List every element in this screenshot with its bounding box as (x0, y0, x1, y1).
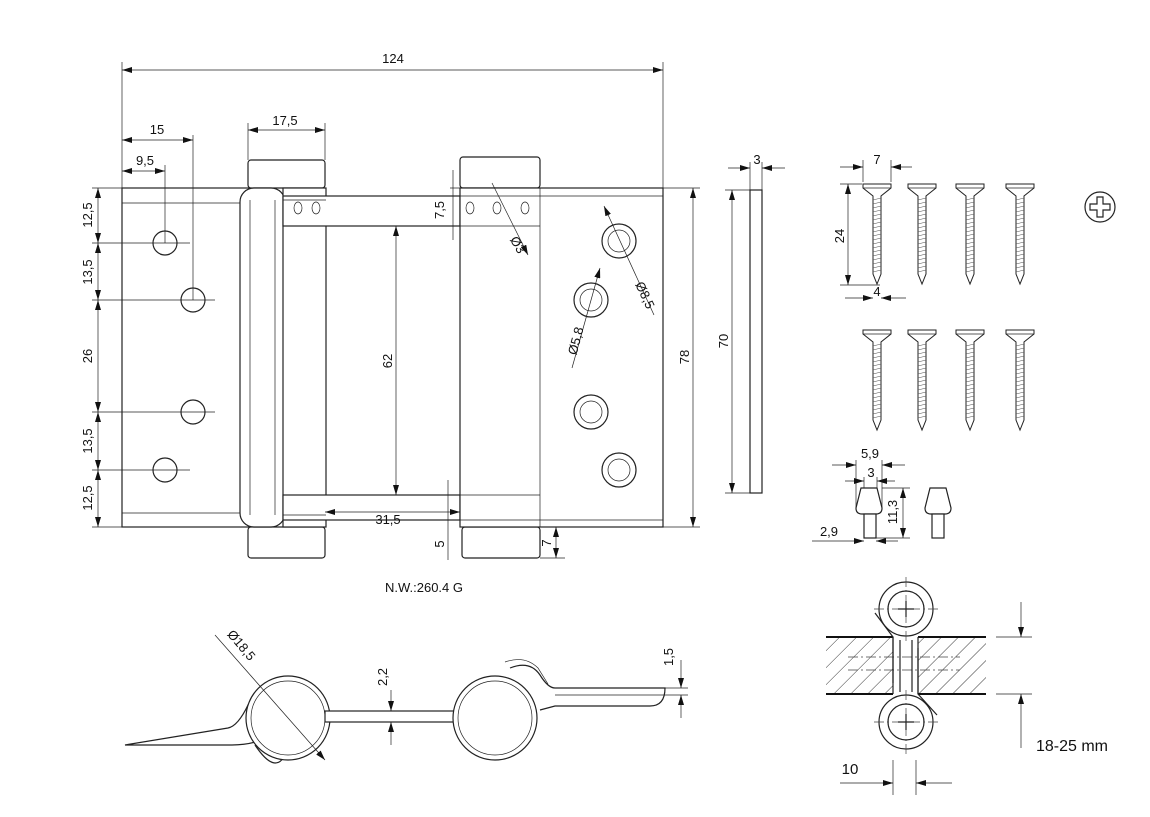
dimension-lines (92, 62, 785, 560)
dim-barrel-dia: Ø18,5 (224, 627, 258, 664)
dim-gap-width: 31,5 (375, 512, 400, 527)
screw (1006, 184, 1034, 284)
dim-screw-head: 7 (873, 152, 880, 167)
dim-countersink-dia: Ø5,8 (565, 325, 587, 356)
dim-bottom-offset-7: 7 (539, 539, 554, 546)
side-view (749, 189, 763, 494)
dim-hole-offset-9-5: 9,5 (136, 153, 154, 168)
screws: 7 24 4 (832, 152, 1116, 430)
left-leaf (121, 187, 253, 528)
dim-spacing-upper: 13,5 (80, 259, 95, 284)
right-bottom-knuckle (461, 526, 541, 559)
dim-side-height: 70 (716, 334, 731, 348)
right-top-knuckle (459, 156, 541, 189)
right-leaf-holes (573, 223, 637, 488)
dim-plug-inner-width: 3 (867, 465, 874, 480)
screw (908, 330, 936, 430)
front-view (121, 156, 763, 559)
spring-plate (282, 187, 327, 528)
dim-screw-length: 24 (832, 229, 847, 243)
dim-plug-pin-dia: 2,9 (820, 524, 838, 539)
left-bottom-knuckle (247, 526, 326, 559)
dim-leaf-height: 78 (677, 350, 692, 364)
dim-plug-height: 11,3 (885, 500, 900, 524)
dim-spacing-middle: 26 (80, 349, 95, 363)
screw (1006, 330, 1034, 430)
dim-bottom-margin: 12,5 (80, 485, 95, 510)
door-thickness-range: 18-25 mm (1036, 738, 1108, 755)
left-top-knuckle (247, 159, 326, 189)
dim-hole-offset-15: 15 (150, 122, 164, 137)
installation-section: 18-25 mm 10 (826, 577, 1108, 795)
dim-gap: 10 (842, 761, 859, 778)
screw (956, 184, 984, 284)
bottom-view: Ø18,5 2,2 1,5 (124, 627, 688, 764)
dim-plug-top-width: 5,9 (861, 446, 879, 461)
plugs: 5,9 3 11,3 2,9 (812, 446, 952, 544)
dim-top-margin: 12,5 (80, 202, 95, 227)
dim-spacing-lower: 13,5 (80, 428, 95, 453)
screw (863, 184, 891, 284)
dim-leaf-thickness: 1,5 (661, 648, 676, 666)
screw (863, 330, 891, 430)
small-holes (293, 201, 530, 215)
dim-plate-thickness: 2,2 (375, 668, 390, 686)
dim-overall-width: 124 (382, 51, 404, 66)
dim-screw-shaft: 4 (873, 284, 880, 299)
front-view-labels: 124 15 17,5 9,5 12,5 13,5 26 13,5 12,5 7… (80, 51, 761, 595)
dim-thickness: 3 (753, 152, 760, 167)
screw (908, 184, 936, 284)
phillips-icon (1084, 191, 1116, 223)
dim-knuckle-width: 17,5 (272, 113, 297, 128)
screw (956, 330, 984, 430)
dim-small-hole-offset: 7,5 (432, 201, 447, 219)
dim-bottom-offset-5: 5 (432, 540, 447, 547)
left-barrel (239, 187, 286, 528)
dim-spring-height: 62 (380, 354, 395, 368)
right-leaf (459, 187, 664, 528)
net-weight: N.W.:260.4 G (385, 580, 463, 595)
